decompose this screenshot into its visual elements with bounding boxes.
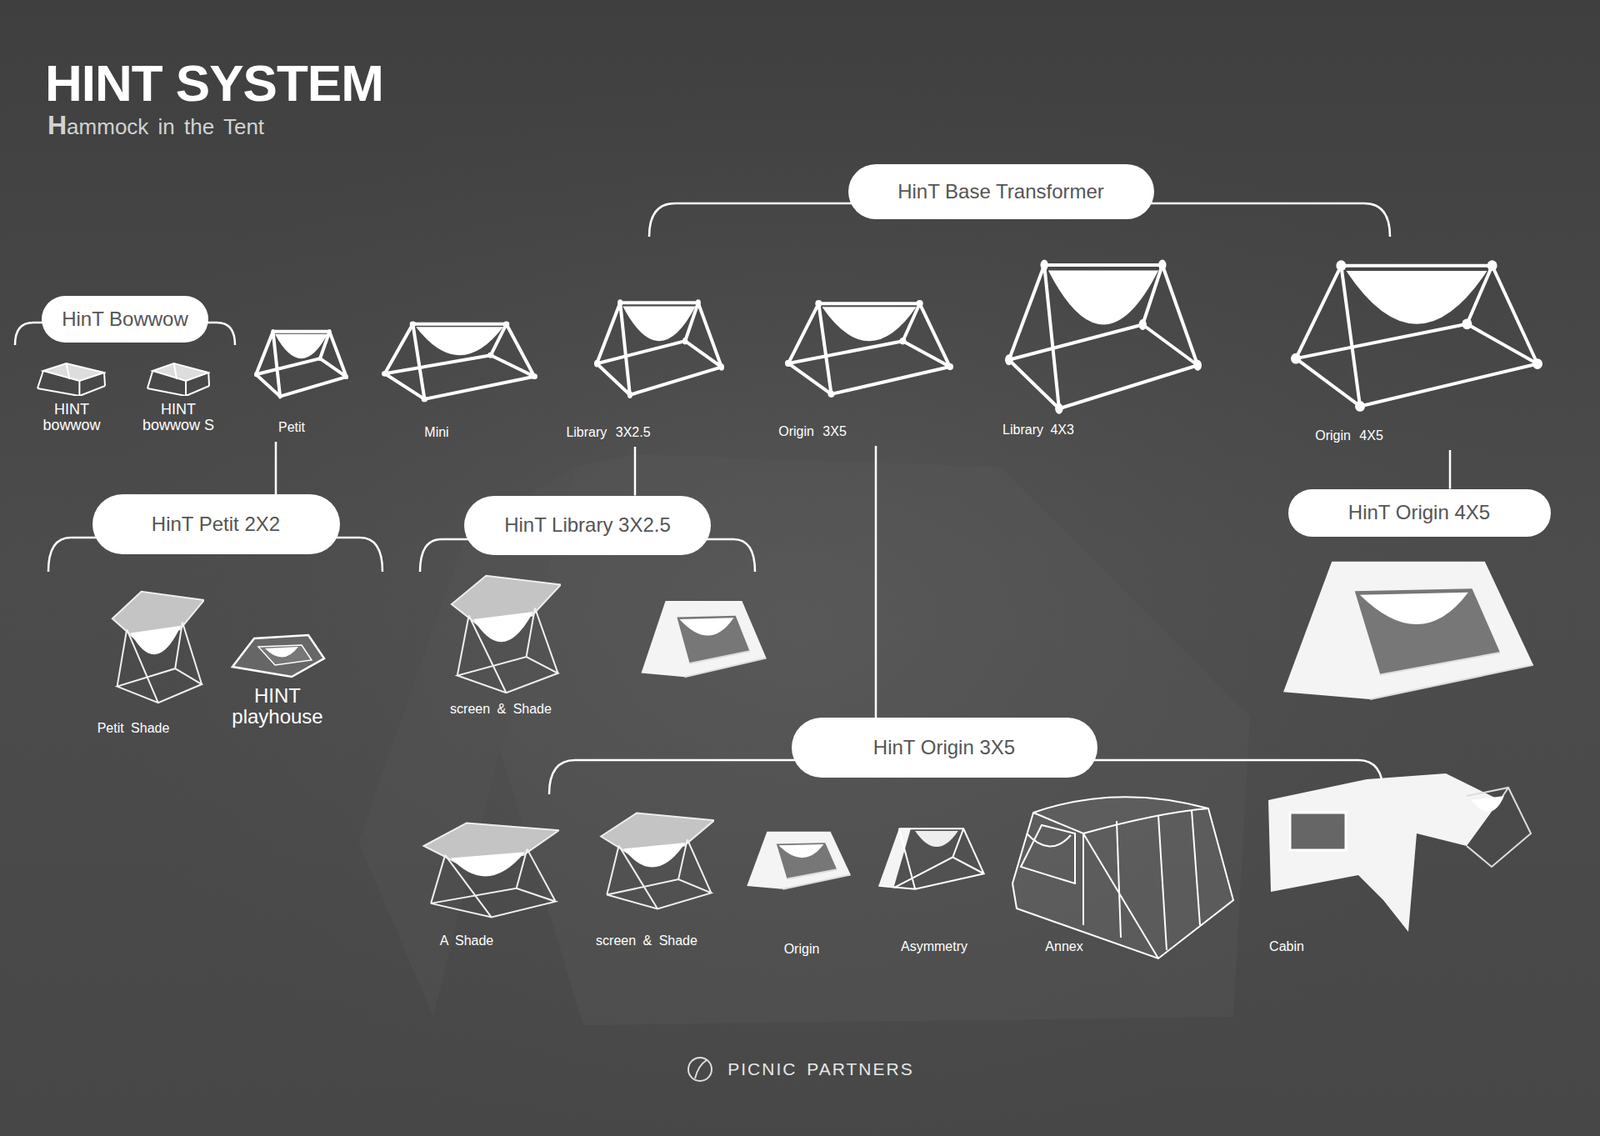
frame-figure (594, 299, 725, 399)
bowwow-figure (147, 363, 210, 396)
product-label: Library 3X2.5 (565, 425, 650, 440)
group-pill: HinT Bowwow (41, 295, 209, 343)
tent-figure (641, 600, 767, 677)
group-title: HinT Origin 3X5 (873, 735, 1015, 760)
connector-line (875, 445, 878, 718)
connector-line (634, 446, 637, 496)
shade-figure (424, 822, 560, 917)
item-label: Asymmetry (900, 939, 968, 955)
group-bracket (15, 203, 1390, 795)
frame-figure (1005, 260, 1202, 415)
group-title: HinT Library 3X2.5 (504, 513, 671, 537)
item-label: Origin (784, 941, 820, 957)
product-label: Origin 3X5 (778, 424, 847, 439)
item-label: Mini (424, 425, 449, 440)
product-name: Petit (278, 420, 305, 435)
connector-line (1449, 450, 1452, 490)
item-label: HINT bowwow S (136, 401, 220, 434)
shade-figure (112, 591, 205, 704)
item-label: Library 4X3 (1002, 422, 1075, 438)
group-pill: HinT Origin 4X5 (1288, 489, 1551, 537)
bowwow-figure (37, 363, 105, 396)
item-label: screen & Shade (450, 701, 552, 717)
brand-logo (688, 1057, 712, 1081)
tent-figure (746, 831, 850, 890)
item-label: Cabin (1269, 939, 1305, 955)
item-label: screen & Shade (595, 933, 698, 949)
group-title: HinT Bowwow (61, 307, 189, 331)
product-name: Origin 3X5 (778, 424, 847, 440)
item-label: HINT playhouse (227, 685, 328, 727)
shade-figure (451, 575, 561, 693)
frame-figure (785, 300, 954, 398)
annex-figure (1012, 796, 1234, 959)
group-pill: HinT Petit 2X2 (92, 494, 340, 555)
group-title: HinT Petit 2X2 (151, 512, 280, 536)
item-label: Annex (1045, 939, 1083, 955)
frame-figure (254, 329, 349, 400)
cabin-figure (1268, 773, 1531, 932)
title-text: HINT SYSTEM (45, 53, 384, 113)
subtitle-text: Hammock in the Tent (47, 110, 265, 141)
brand-name: PICNIC PARTNERS (727, 1059, 914, 1080)
item-label: HINT bowwow (30, 401, 114, 434)
item-label: Petit Shade (97, 720, 170, 736)
connector-line (275, 441, 278, 495)
product-label: Origin 4X5 (1315, 428, 1384, 443)
frame-figure (1290, 260, 1543, 411)
group-pill: HinT Base Transformer (848, 164, 1155, 220)
product-label: Petit (278, 420, 305, 435)
group-pill: HinT Origin 3X5 (791, 717, 1098, 778)
tent-figure (1283, 561, 1534, 700)
group-pill: HinT Library 3X2.5 (464, 495, 711, 555)
product-name: Library 3X2.5 (565, 425, 650, 440)
shade-figure (600, 812, 715, 909)
tent-figure (878, 828, 984, 889)
item-label: A Shade (440, 933, 495, 949)
group-title: HinT Origin 4X5 (1348, 500, 1490, 525)
frame-figure (381, 320, 538, 402)
product-name: Origin 4X5 (1315, 428, 1384, 444)
playhouse-figure (232, 635, 325, 677)
group-title: HinT Base Transformer (897, 180, 1105, 204)
